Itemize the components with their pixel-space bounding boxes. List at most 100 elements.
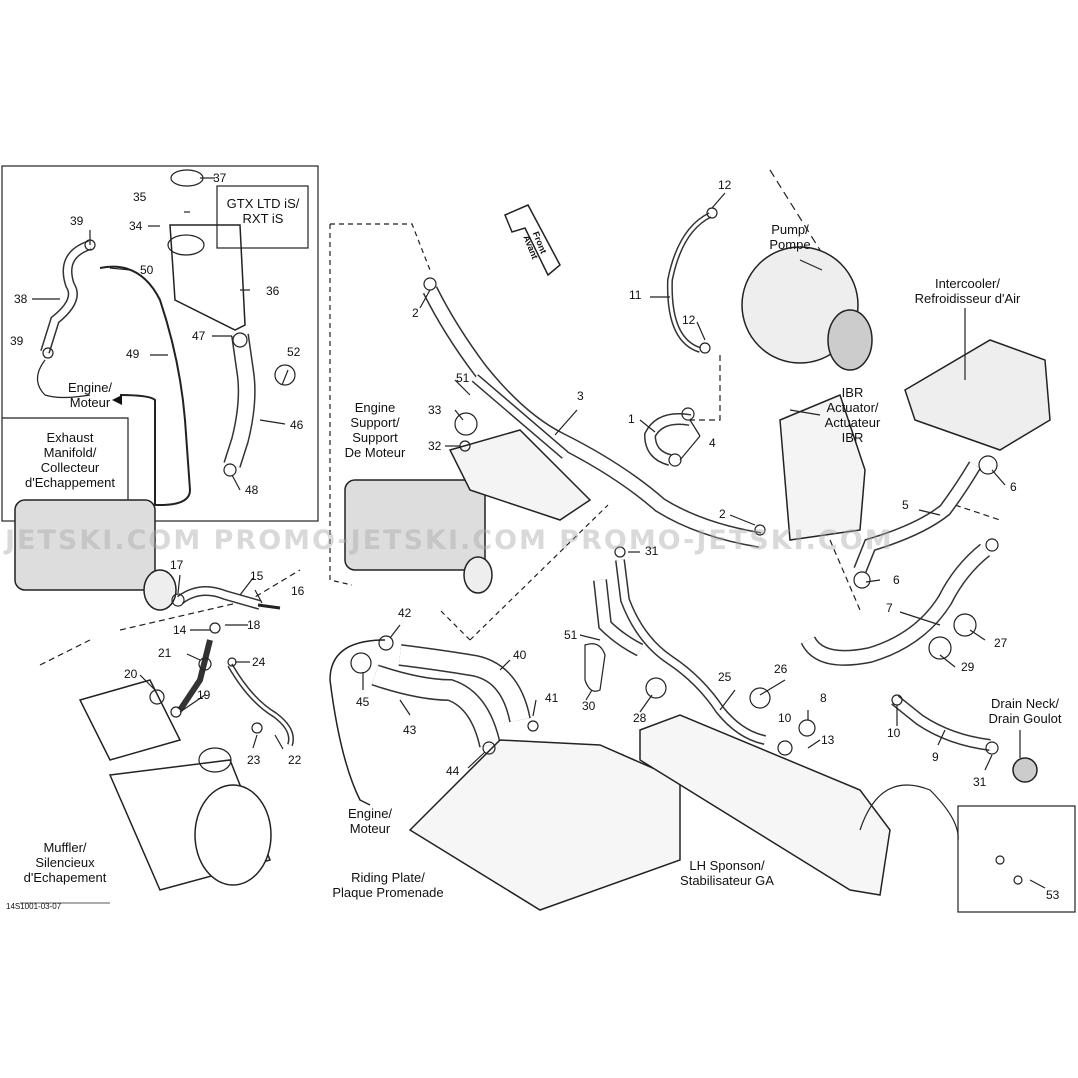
- label-line: Pompe: [769, 237, 811, 252]
- callout-12-top: 12: [718, 178, 732, 192]
- callout-27: 27: [994, 636, 1008, 650]
- callout-7: 7: [886, 601, 893, 615]
- label-line: Pump/: [771, 222, 809, 237]
- callout-25: 25: [718, 670, 732, 684]
- label-line: d'Echapement: [23, 870, 107, 885]
- callout-24: 24: [252, 655, 266, 669]
- callout-40: 40: [513, 648, 527, 662]
- label-line: IBR: [841, 430, 864, 445]
- callout-5: 5: [902, 498, 909, 512]
- label-line: Plaque Promenade: [332, 885, 444, 900]
- label-line: Engine: [354, 400, 396, 415]
- label-line: d'Echappement: [25, 475, 115, 490]
- callout-16: 16: [291, 584, 305, 598]
- watermark: JETSKI.COM PROMO-JETSKI.COM PROMO-JETSKI…: [5, 525, 894, 556]
- models-line-1: GTX LTD iS/: [226, 196, 300, 211]
- callout-17: 17: [170, 558, 184, 572]
- callout-43: 43: [403, 723, 417, 737]
- label-line: Collecteur: [40, 460, 100, 475]
- callout-44: 44: [446, 764, 460, 778]
- callout-30: 30: [582, 699, 596, 713]
- callout-32: 32: [428, 439, 442, 453]
- callout-31-right: 31: [973, 775, 987, 789]
- callout-50: 50: [140, 263, 154, 277]
- callout-21: 21: [158, 646, 172, 660]
- engine-support-label: Engine Support/ Support De Moteur: [335, 400, 415, 460]
- callout-52: 52: [287, 345, 301, 359]
- models-box-border: [216, 185, 309, 249]
- callout-33: 33: [428, 403, 442, 417]
- label-line: Stabilisateur GA: [680, 873, 774, 888]
- callout-35: 35: [133, 190, 147, 204]
- callout-31-mid: 31: [645, 544, 659, 558]
- callout-3: 3: [577, 389, 584, 403]
- front-arrow-icon: [504, 204, 561, 277]
- models-line-2: RXT iS: [242, 211, 284, 226]
- callout-39-top: 39: [70, 214, 84, 228]
- label-line: Muffler/: [43, 840, 87, 855]
- callout-29: 29: [961, 660, 975, 674]
- engine-label-bottom: Engine/ Moteur: [335, 806, 405, 836]
- label-line: De Moteur: [344, 445, 406, 460]
- callout-12-bottom: 12: [682, 313, 696, 327]
- callout-2-bottom: 2: [719, 507, 726, 521]
- models-box: GTX LTD iS/ RXT iS: [219, 196, 307, 226]
- callout-47: 47: [192, 329, 206, 343]
- callout-49: 49: [126, 347, 140, 361]
- callout-51-top: 51: [456, 371, 470, 385]
- callout-51-mid: 51: [564, 628, 578, 642]
- manifold-inset-border: [2, 417, 129, 521]
- callout-39-bottom: 39: [10, 334, 24, 348]
- callout-13: 13: [821, 733, 835, 747]
- label-line: Actuateur: [824, 415, 881, 430]
- drain-neck-label: Drain Neck/ Drain Goulot: [975, 696, 1075, 726]
- ibr-actuator-label: IBR Actuator/ Actuateur IBR: [815, 385, 890, 445]
- callout-6-bottom: 6: [893, 573, 900, 587]
- coolant-tank-panel: [1, 165, 319, 522]
- callout-23: 23: [247, 753, 261, 767]
- label-line: Support: [352, 430, 398, 445]
- label-line: Drain Goulot: [988, 711, 1062, 726]
- callout-41: 41: [545, 691, 559, 705]
- callout-1: 1: [628, 412, 635, 426]
- callout-38: 38: [14, 292, 28, 306]
- label-line: Moteur: [69, 395, 111, 410]
- callout-53: 53: [1046, 888, 1060, 902]
- label-line: IBR: [841, 385, 864, 400]
- callout-6-top: 6: [1010, 480, 1017, 494]
- callout-18: 18: [247, 618, 261, 632]
- label-line: LH Sponson/: [689, 858, 765, 873]
- label-line: Silencieux: [35, 855, 95, 870]
- engine-label-left: Engine/ Moteur: [55, 380, 125, 410]
- lh-sponson-label: LH Sponson/ Stabilisateur GA: [662, 858, 792, 888]
- label-line: Manifold/: [43, 445, 97, 460]
- callout-42: 42: [398, 606, 412, 620]
- callout-9: 9: [932, 750, 939, 764]
- callout-10-right: 10: [887, 726, 901, 740]
- label-line: Engine/: [347, 806, 393, 821]
- callout-34: 34: [129, 219, 143, 233]
- callout-8: 8: [820, 691, 827, 705]
- label-line: Riding Plate/: [351, 870, 425, 885]
- callout-46: 46: [290, 418, 304, 432]
- callout-10-left: 10: [778, 711, 792, 725]
- callout-45: 45: [356, 695, 370, 709]
- callout-26: 26: [774, 662, 788, 676]
- callout-37: 37: [213, 171, 227, 185]
- callout-4: 4: [709, 436, 716, 450]
- callout-19: 19: [197, 688, 211, 702]
- label-line: Intercooler/: [934, 276, 1001, 291]
- riding-plate-label: Riding Plate/ Plaque Promenade: [318, 870, 458, 900]
- label-line: Moteur: [349, 821, 391, 836]
- callout-22: 22: [288, 753, 302, 767]
- callout-36: 36: [266, 284, 280, 298]
- callout-28: 28: [633, 711, 647, 725]
- label-line: Support/: [350, 415, 400, 430]
- label-line: Engine/: [67, 380, 113, 395]
- exhaust-manifold-label: Exhaust Manifold/ Collecteur d'Echappeme…: [20, 430, 120, 490]
- sponson-inset-border: [957, 805, 1076, 913]
- label-line: Actuator/: [826, 400, 879, 415]
- callout-14: 14: [173, 623, 187, 637]
